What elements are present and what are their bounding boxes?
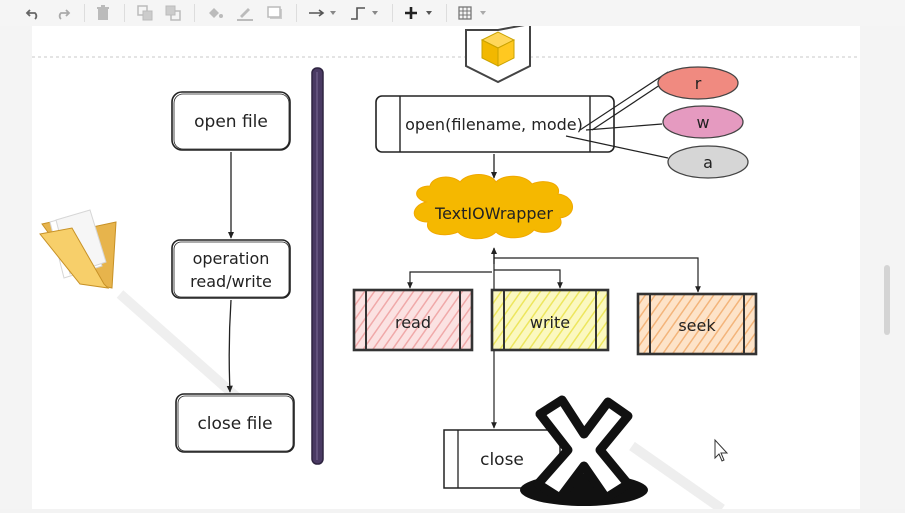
- open-file-label: open file: [194, 112, 268, 132]
- toolbar-divider: [84, 4, 85, 22]
- mode-a-label: a: [703, 153, 713, 172]
- fill-color-icon[interactable]: [204, 0, 226, 26]
- toolbar-divider: [392, 4, 393, 22]
- left-gutter: [0, 26, 32, 509]
- node-close[interactable]: close: [443, 429, 561, 489]
- waypoints-icon[interactable]: [348, 0, 382, 26]
- insert-icon[interactable]: [402, 0, 436, 26]
- node-mode-a[interactable]: a: [667, 145, 749, 179]
- delete-icon[interactable]: [92, 0, 114, 26]
- open-call-label: open(filename, mode): [405, 115, 583, 134]
- operation-label-line2: read/write: [190, 272, 272, 291]
- toolbar-divider: [194, 4, 195, 22]
- operation-label-line1: operation: [193, 249, 270, 268]
- toolbar-divider: [296, 4, 297, 22]
- node-write[interactable]: write: [490, 288, 610, 352]
- connector-mode-a[interactable]: [565, 135, 669, 159]
- table-icon[interactable]: [456, 0, 490, 26]
- toolbar-divider: [446, 4, 447, 22]
- close-label: close: [480, 450, 524, 470]
- to-back-icon[interactable]: [162, 0, 184, 26]
- vertical-scrollbar[interactable]: [884, 265, 890, 335]
- shadow-trail: [629, 441, 725, 513]
- node-textiowrapper[interactable]: TextIOWrapper: [413, 174, 573, 240]
- mode-w-label: w: [696, 113, 709, 132]
- node-operation[interactable]: operation read/write: [171, 239, 291, 299]
- connector-mode-r[interactable]: [579, 71, 669, 131]
- redo-icon[interactable]: [52, 0, 74, 26]
- cube-icon[interactable]: [465, 22, 531, 84]
- connection-icon[interactable]: [306, 0, 340, 26]
- diagram-canvas[interactable]: open file operation read/write close fil…: [32, 22, 860, 513]
- branch-to-write[interactable]: [494, 269, 563, 289]
- node-open-file[interactable]: open file: [171, 91, 291, 151]
- node-mode-w[interactable]: w: [662, 105, 744, 139]
- write-label: write: [530, 313, 570, 332]
- folder-icon: [39, 209, 117, 289]
- to-front-icon[interactable]: [134, 0, 156, 26]
- branch-to-read[interactable]: [407, 271, 492, 289]
- right-gutter: [860, 26, 905, 509]
- toolbar: [0, 0, 905, 27]
- seek-label: seek: [678, 316, 716, 335]
- shadow-icon[interactable]: [264, 0, 286, 26]
- node-mode-r[interactable]: r: [657, 66, 739, 100]
- close-file-label: close file: [197, 414, 272, 434]
- line-color-icon[interactable]: [234, 0, 256, 26]
- node-seek[interactable]: seek: [636, 292, 758, 356]
- arrow-operation-to-close[interactable]: [226, 299, 233, 393]
- toolbar-divider: [124, 4, 125, 22]
- mode-r-label: r: [695, 74, 702, 93]
- node-close-file[interactable]: close file: [175, 393, 295, 453]
- node-read[interactable]: read: [352, 288, 474, 352]
- x-delete-icon: [520, 395, 648, 506]
- branch-to-seek[interactable]: [494, 257, 701, 293]
- node-open-call[interactable]: open(filename, mode): [375, 95, 615, 153]
- connector-mode-w[interactable]: [585, 123, 663, 131]
- undo-icon[interactable]: [22, 0, 44, 26]
- wrapper-label: TextIOWrapper: [434, 204, 553, 223]
- read-label: read: [395, 313, 431, 332]
- mouse-cursor-icon: [714, 438, 729, 462]
